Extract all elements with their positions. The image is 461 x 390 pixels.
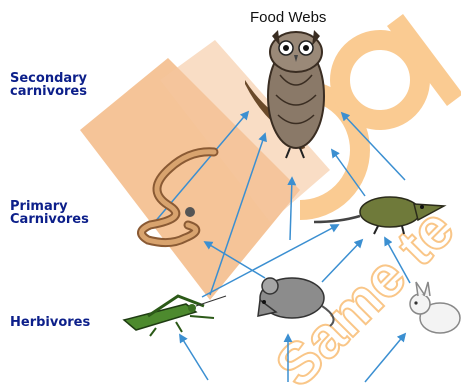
level-label-herbivores: Herbivores xyxy=(10,316,90,329)
level-label-herbivores-line1: Herbivores xyxy=(10,316,90,329)
level-label-secondary-carnivores: Secondary carnivores xyxy=(10,72,87,98)
diagram-title: Food Webs xyxy=(250,9,326,26)
level-label-primary-carnivores: Primary Carnivores xyxy=(10,200,89,226)
level-label-primary-line2: Carnivores xyxy=(10,213,89,226)
level-label-secondary-line2: carnivores xyxy=(10,85,87,98)
watermark-logo xyxy=(300,20,455,210)
rabbit-illustration xyxy=(410,282,460,333)
grasshopper-illustration xyxy=(124,296,226,336)
